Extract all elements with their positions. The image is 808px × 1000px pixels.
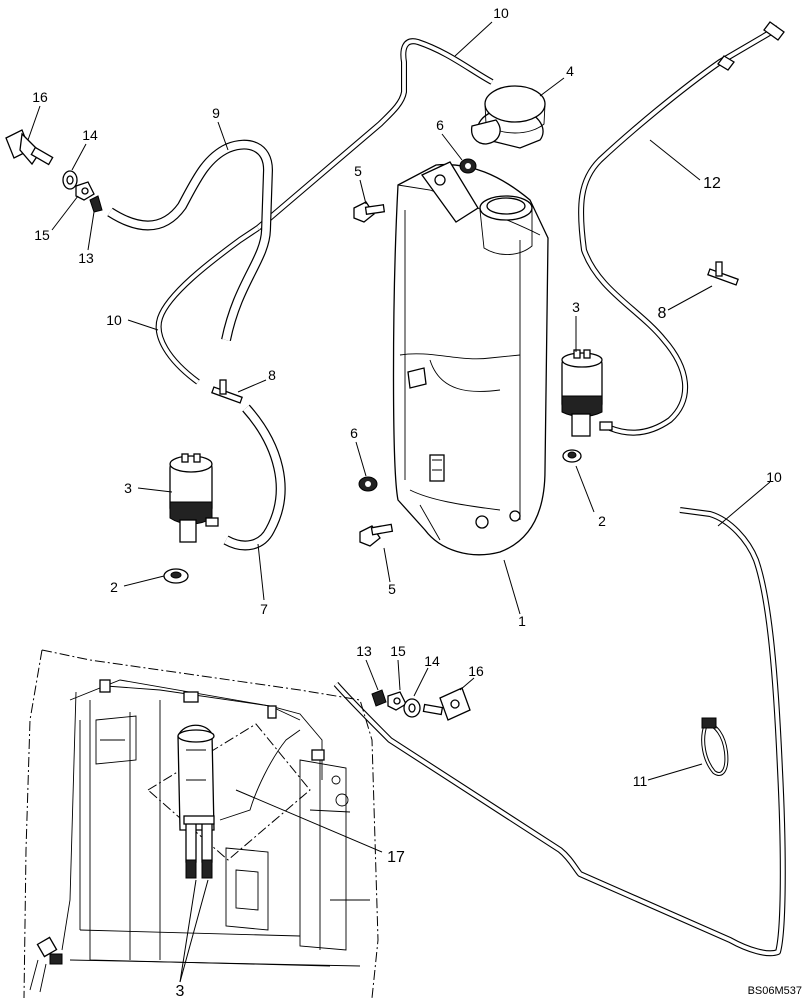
- callout-labels: 10 4 16 9 14 6 5 15 13 12 8 3 10 8 6 3 2…: [32, 5, 782, 1000]
- callout-15-lower: 15: [390, 643, 406, 659]
- callout-12: 12: [703, 175, 721, 192]
- nut-15-upper: [75, 181, 95, 201]
- nut-15-lower: [387, 691, 407, 711]
- callout-5-upper: 5: [354, 163, 362, 179]
- callout-2-right: 2: [598, 513, 606, 529]
- clamp-13-lower: [371, 689, 387, 707]
- callout-1: 1: [518, 613, 526, 629]
- callout-14-upper: 14: [82, 127, 98, 143]
- pump-3-left: [169, 453, 219, 543]
- bolt-5-upper: [353, 201, 386, 223]
- tee-8-right: [707, 261, 739, 286]
- tube-10-long: [333, 507, 786, 957]
- grommet-6-upper: [459, 158, 477, 174]
- bolt-5-lower: [359, 523, 394, 547]
- callout-3-right: 3: [572, 299, 580, 315]
- washer-reservoir: [392, 161, 549, 556]
- tube-12-end-fitting: [717, 21, 785, 71]
- callout-10-right: 10: [766, 469, 782, 485]
- callout-5-lower: 5: [388, 581, 396, 597]
- callout-2-left: 2: [110, 579, 118, 595]
- washer-14-lower: [403, 698, 421, 718]
- washer-14-upper: [62, 170, 78, 190]
- fitting-16-lower: [422, 687, 471, 721]
- fitting-16-upper: [5, 129, 54, 166]
- callout-3-left: 3: [124, 480, 132, 496]
- hose-7: [223, 404, 286, 551]
- grommet-2-right: [562, 449, 582, 463]
- callout-7: 7: [260, 601, 268, 617]
- clamp-11: [701, 717, 729, 776]
- drawing-reference-code: BS06M537: [748, 985, 802, 997]
- callout-9: 9: [212, 105, 220, 121]
- callout-14-lower: 14: [424, 653, 440, 669]
- tube-10-upper: [256, 38, 494, 231]
- callout-13-lower: 13: [356, 643, 372, 659]
- callout-8-right: 8: [658, 305, 667, 322]
- callout-16-lower: 16: [468, 663, 484, 679]
- callout-16-upper: 16: [32, 89, 48, 105]
- callout-3-inset: 3: [176, 983, 185, 1000]
- leader-lines: [27, 21, 771, 983]
- callout-13-upper: 13: [78, 250, 94, 266]
- callout-17: 17: [387, 849, 405, 866]
- callout-4: 4: [566, 63, 574, 79]
- grommet-2-left: [163, 568, 189, 584]
- tube-10-left: [155, 225, 260, 385]
- callout-15-upper: 15: [34, 227, 50, 243]
- callout-6-upper: 6: [436, 117, 444, 133]
- hose-9: [107, 139, 273, 342]
- pump-3-right: [561, 349, 613, 437]
- callout-11: 11: [633, 773, 648, 789]
- inset-machine-view: [23, 649, 379, 999]
- callout-6-lower: 6: [350, 425, 358, 441]
- callout-8-left: 8: [268, 367, 276, 383]
- clamp-13-upper: [89, 195, 103, 213]
- tube-12: [578, 25, 780, 436]
- callout-10-left: 10: [106, 312, 122, 328]
- callout-10-upper: 10: [493, 5, 509, 21]
- filler-cap: [470, 85, 546, 149]
- grommet-6-lower: [358, 476, 378, 492]
- tee-8-left: [211, 379, 243, 404]
